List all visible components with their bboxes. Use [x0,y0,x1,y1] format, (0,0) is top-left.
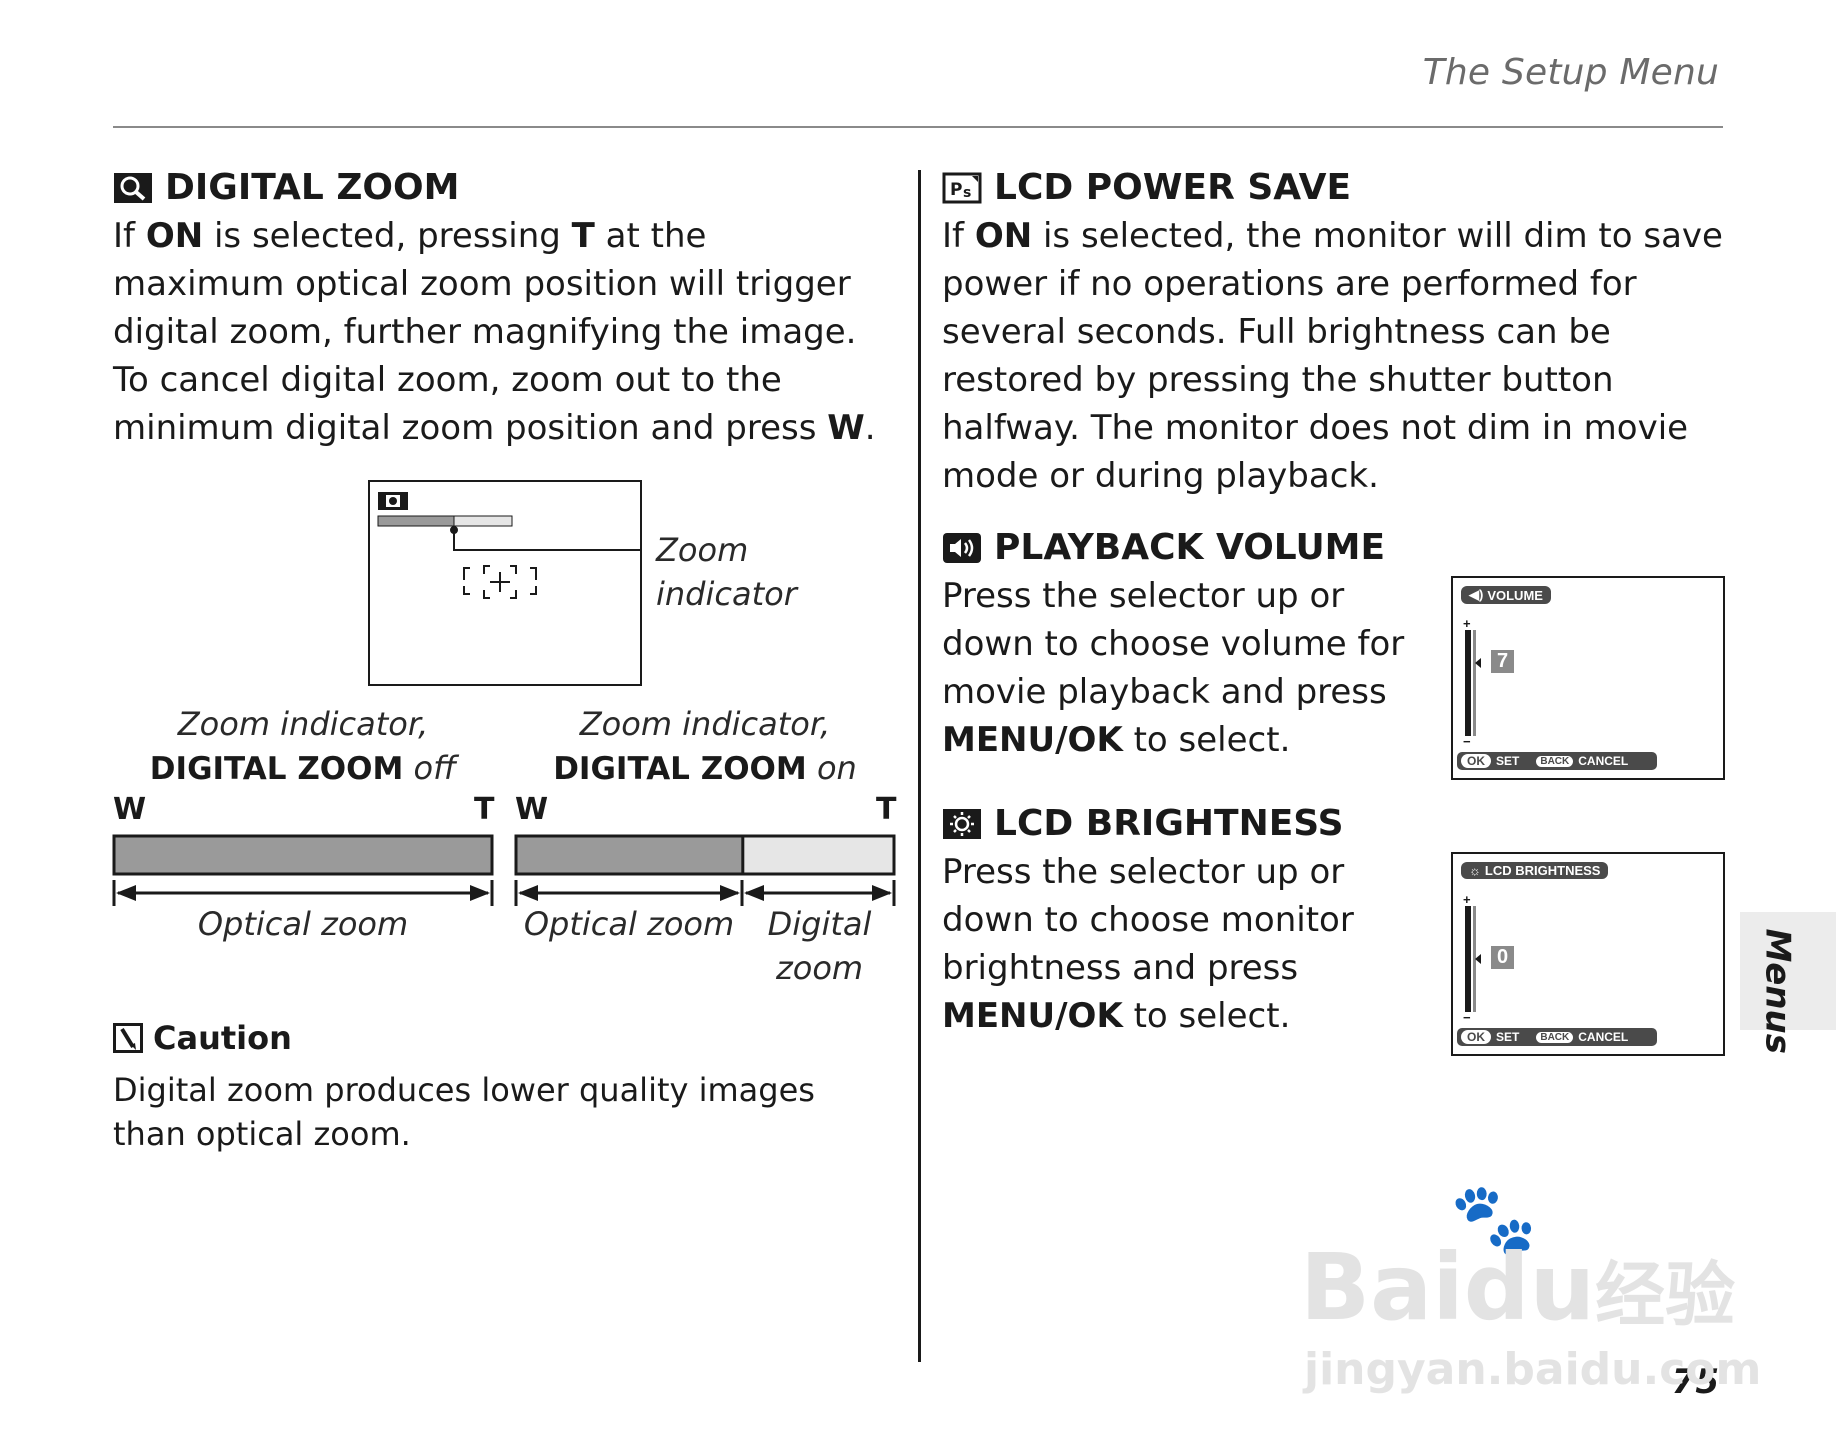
side-tab-label: Menus [1758,928,1798,1054]
lcd-brightness-body: Press the selector up or down to choose … [942,852,1354,1036]
brightness-slider-track [1465,906,1471,1012]
sun-icon [942,808,982,840]
speaker-icon [942,532,982,564]
sun-small-icon: ☼ [1469,863,1481,878]
brightness-plus: + [1463,892,1471,907]
brightness-minus: − [1463,1010,1471,1025]
zoom-indicator-callout: Zoom indicator [656,531,797,613]
range-arrows [112,880,896,906]
lcd-power-save-body: If ON is selected, the monitor will dim … [942,216,1723,496]
lcd-brightness-title: LCD BRIGHTNESS [994,803,1344,844]
caution-text: Digital zoom produces lower quality imag… [113,1071,815,1153]
volume-screen-label: ◀)VOLUME [1461,586,1551,604]
brightness-pointer [1475,954,1481,964]
volume-pointer [1475,658,1481,668]
ok-button-icon: OK [1461,1030,1491,1044]
volume-value: 7 [1491,650,1515,673]
volume-minus: − [1463,734,1471,749]
paw-logo-icon: 🐾 [1450,1178,1538,1260]
playback-volume-title: PLAYBACK VOLUME [994,527,1386,568]
caution-section: Caution Digital zoom produces lower qual… [113,1014,883,1156]
running-header: The Setup Menu [1422,52,1719,93]
bar-on-t-label: T [876,792,897,827]
screen-drawing [377,492,648,599]
bar-on-w-label: W [515,792,549,827]
page-number: 75 [1671,1362,1719,1402]
brightness-value: 0 [1491,946,1515,969]
lcd-brightness-heading: LCD BRIGHTNESS [942,800,1432,848]
zoom-on-caption: Zoom indicator, DIGITAL ZOOM on [553,705,857,787]
bar-off-w-label: W [113,792,147,827]
optical-zoom-label-on: Optical zoom [523,905,735,943]
caution-pencil-icon [113,1023,143,1053]
playback-volume-body: Press the selector up or down to choose … [942,576,1405,760]
zoom-bar-on-optical [514,834,745,876]
back-button-icon: BACK [1536,1031,1574,1043]
focus-frame-icon [463,565,537,599]
zoom-bars-diagram [112,834,896,906]
digital-zoom-body: If ON is selected, pressing T at the max… [113,216,876,448]
magnifier-icon [113,172,153,204]
volume-plus: + [1463,616,1471,631]
svg-text:P: P [950,180,962,200]
zoom-bar-off [112,834,494,876]
playback-volume-heading: PLAYBACK VOLUME [942,524,1432,572]
caution-heading: Caution [113,1014,883,1062]
ok-button-icon: OK [1461,754,1491,768]
bar-off-t-label: T [474,792,495,827]
digital-zoom-section: DIGITAL ZOOM If ON is selected, pressing… [113,164,883,452]
brightness-screen-label: ☼LCD BRIGHTNESS [1461,862,1609,879]
back-button-icon: BACK [1536,755,1574,767]
digital-zoom-label: Digital zoom [767,905,872,987]
optical-zoom-label-off: Optical zoom [197,905,409,943]
menus-side-tab [1740,912,1836,1030]
brightness-screen: ☼LCD BRIGHTNESS + − 0 OK SET BACK CANCEL [1451,852,1725,1056]
volume-slider-track [1465,630,1471,736]
zoom-off-caption: Zoom indicator, DIGITAL ZOOM off [149,705,457,787]
column-divider [918,170,921,1362]
brightness-screen-footer: OK SET BACK CANCEL [1457,1028,1657,1046]
lcd-brightness-section: LCD BRIGHTNESS Press the selector up or … [942,800,1432,1040]
svg-text:s: s [963,185,971,201]
header-rule [113,126,1723,128]
camera-screen-illustration [368,480,648,686]
volume-screen: ◀)VOLUME + − 7 OK SET BACK CANCEL [1451,576,1725,780]
lcd-power-save-title: LCD POWER SAVE [994,167,1352,208]
digital-zoom-heading: DIGITAL ZOOM [113,164,883,212]
speaker-small-icon: ◀) [1469,587,1484,602]
caution-title: Caution [153,1019,292,1057]
volume-screen-footer: OK SET BACK CANCEL [1457,752,1657,770]
digital-zoom-title: DIGITAL ZOOM [165,167,460,208]
playback-volume-section: PLAYBACK VOLUME Press the selector up or… [942,524,1432,764]
